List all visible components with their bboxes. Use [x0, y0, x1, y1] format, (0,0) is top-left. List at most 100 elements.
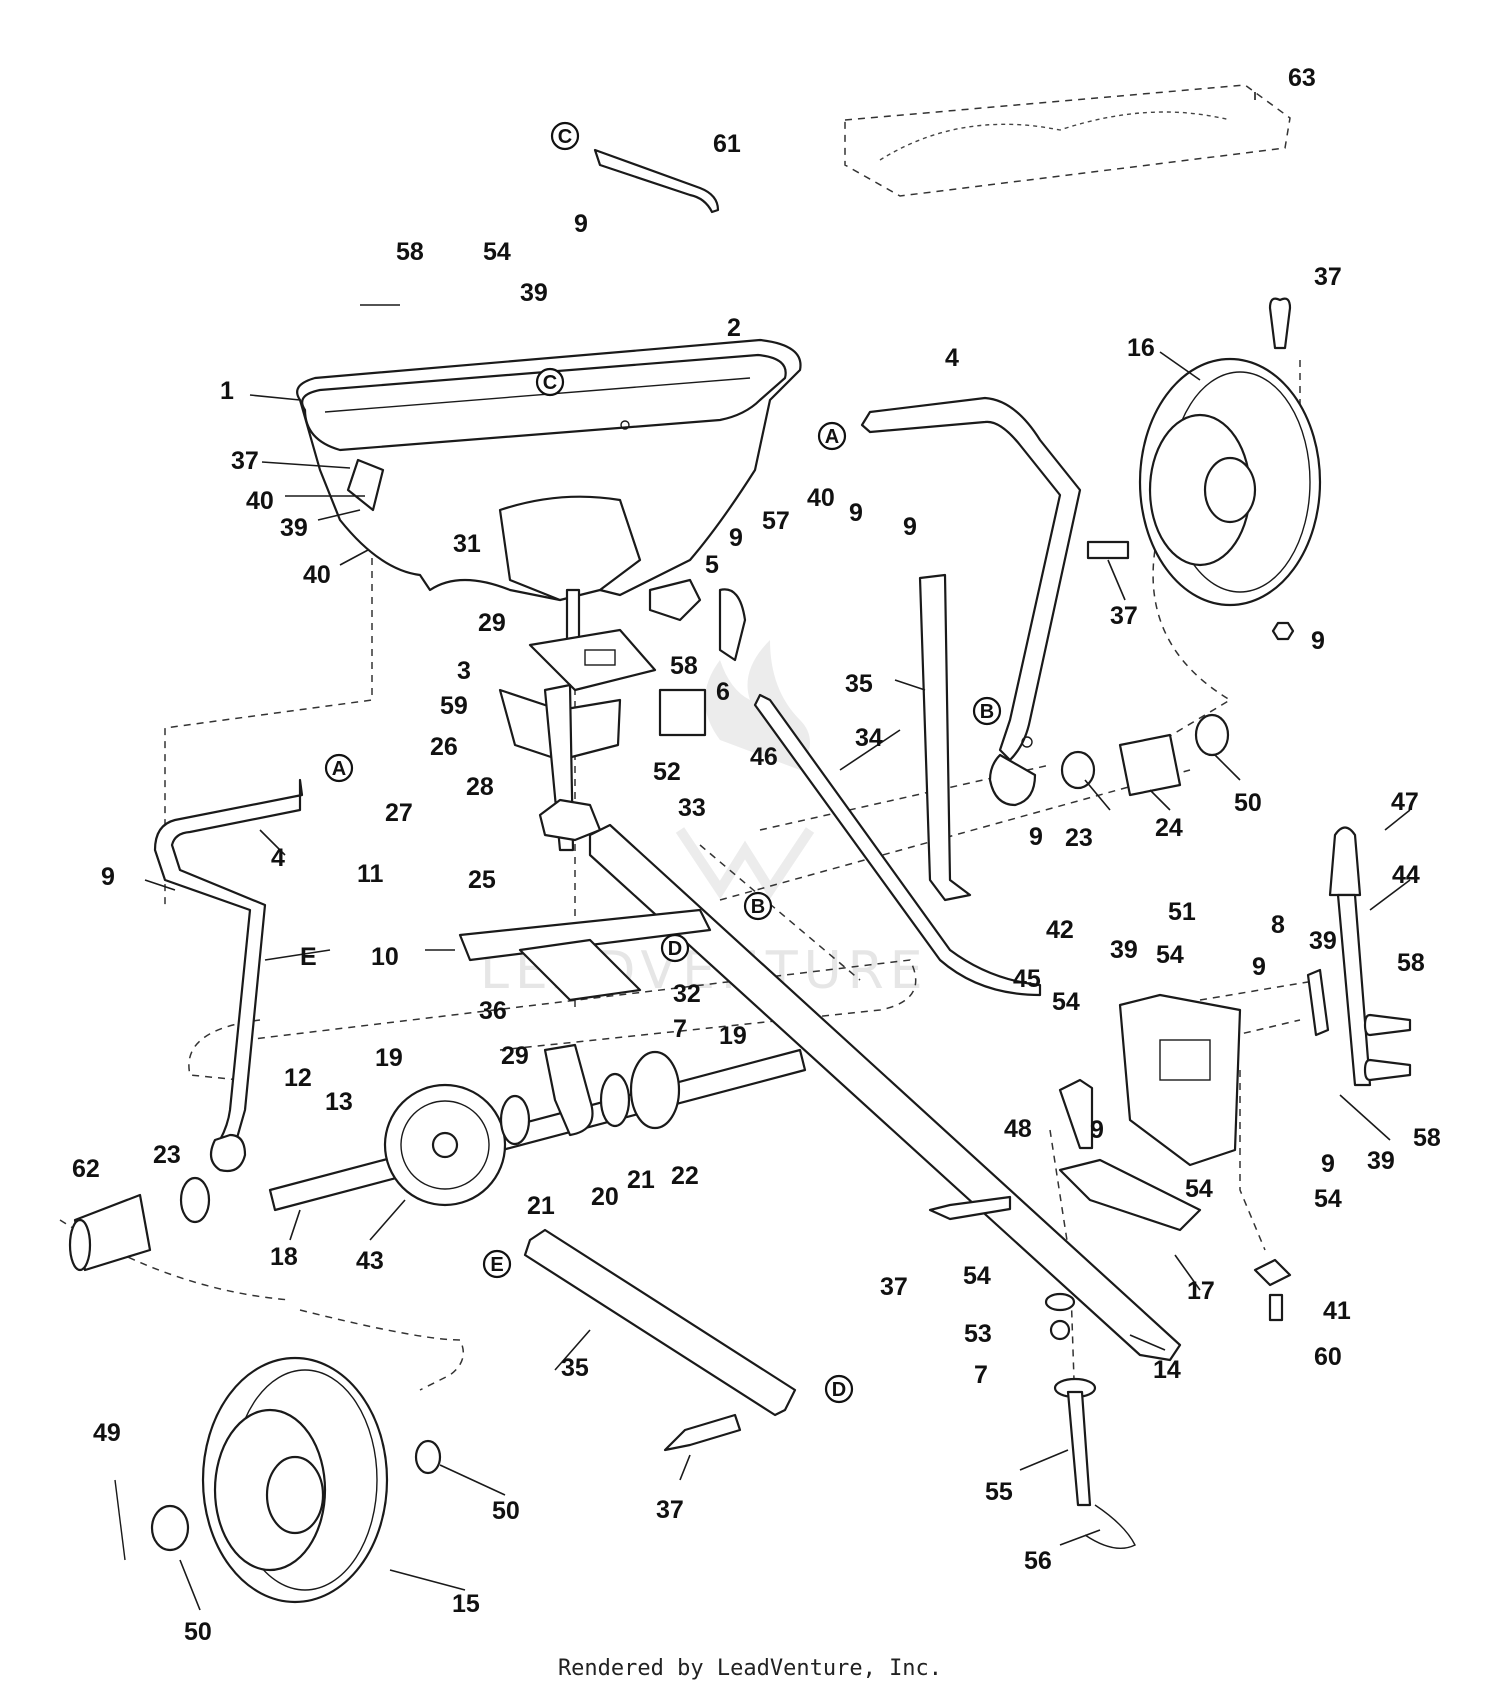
part-label: 52: [653, 758, 681, 786]
callout-letter: B: [751, 896, 765, 918]
part-label: 34: [855, 724, 883, 752]
part-label: 24: [1155, 814, 1183, 842]
part-label: 54: [483, 238, 511, 266]
gauge-bracket: [1118, 826, 1412, 1322]
part-label: 13: [325, 1088, 353, 1116]
part-label: 6: [716, 678, 730, 706]
callout-e: E: [482, 1249, 512, 1279]
part-label: 37: [656, 1496, 684, 1524]
part-label: 55: [985, 1478, 1013, 1506]
part-label: 9: [574, 210, 588, 238]
part-label: 22: [671, 1162, 699, 1190]
part-label: 14: [1153, 1356, 1181, 1384]
part-label: 40: [807, 484, 835, 512]
callout-letter: C: [543, 372, 557, 394]
hopper: [296, 338, 802, 602]
callout-d: D: [824, 1374, 854, 1404]
part-label: 18: [270, 1243, 298, 1271]
part-label: 19: [719, 1022, 747, 1050]
part-label: 16: [1127, 334, 1155, 362]
callout-b: B: [972, 696, 1002, 726]
leader-lines: [144, 92, 1411, 1611]
part-label: 27: [385, 799, 413, 827]
part-label: 25: [468, 866, 496, 894]
callout-letter: A: [332, 758, 346, 780]
part-label: 53: [964, 1320, 992, 1348]
hardware-bottom: [663, 1078, 1136, 1549]
handle-left: [153, 778, 304, 1173]
part-label: 37: [880, 1273, 908, 1301]
part-label: 1: [220, 377, 234, 405]
callout-letter: C: [558, 126, 572, 148]
callout-circle: [482, 1249, 512, 1279]
part-label: 4: [945, 344, 959, 372]
part-label: 9: [729, 524, 743, 552]
part-label: 61: [713, 130, 741, 158]
footer-credit: Rendered by LeadVenture, Inc.: [557, 1656, 943, 1681]
part-label: 39: [520, 279, 548, 307]
part-label: 12: [284, 1064, 312, 1092]
part-label: 58: [396, 238, 424, 266]
handle-right: [860, 396, 1082, 807]
part-label: 54: [1314, 1185, 1342, 1213]
callout-circle: [660, 933, 690, 963]
part-label: 7: [974, 1361, 988, 1389]
part-label: 8: [1271, 911, 1285, 939]
part-label: 47: [1391, 788, 1419, 816]
part-label: 50: [492, 1497, 520, 1525]
part-label: 35: [845, 670, 873, 698]
part-label: 36: [479, 997, 507, 1025]
linkage: [523, 573, 1202, 1417]
callout-c: C: [550, 121, 580, 151]
part-label: 2: [727, 314, 741, 342]
part-label: 21: [527, 1192, 555, 1220]
part-label: 9: [1029, 823, 1043, 851]
callout-c: C: [535, 367, 565, 397]
part-label: 40: [303, 561, 331, 589]
part-label: 40: [246, 487, 274, 515]
part-label: 50: [1234, 789, 1262, 817]
part-label: 9: [101, 863, 115, 891]
part-label: 58: [1397, 949, 1425, 977]
part-label: 23: [153, 1141, 181, 1169]
part-label: 31: [453, 530, 481, 558]
part-label: 39: [1367, 1147, 1395, 1175]
part-label: 7: [673, 1015, 687, 1043]
part-label: 59: [440, 692, 468, 720]
part-label: 43: [356, 1247, 384, 1275]
part-label: 58: [670, 652, 698, 680]
part-label: 3: [457, 657, 471, 685]
part-label: 32: [673, 980, 701, 1008]
part-label: 46: [750, 743, 778, 771]
spinner-assembly: [498, 588, 707, 852]
part-label: 11: [357, 860, 384, 888]
part-label: 5: [705, 551, 719, 579]
callout-circle: [550, 121, 580, 151]
part-label: 39: [1309, 927, 1337, 955]
rod-61: [593, 148, 720, 214]
callout-a: A: [324, 753, 354, 783]
part-label: 57: [762, 507, 790, 535]
part-label: 9: [903, 513, 917, 541]
part-label: 26: [430, 733, 458, 761]
callout-letter: B: [980, 701, 994, 723]
part-label: 44: [1392, 861, 1420, 889]
part-label: 33: [678, 794, 706, 822]
part-label: 58: [1413, 1124, 1441, 1152]
part-label: 54: [1156, 941, 1184, 969]
part-label: 4: [271, 844, 285, 872]
part-label: 29: [501, 1042, 529, 1070]
part-label: 39: [1110, 936, 1138, 964]
part-label: 54: [963, 1262, 991, 1290]
part-label: 60: [1314, 1343, 1342, 1371]
part-label: 56: [1024, 1547, 1052, 1575]
part-label: 49: [93, 1419, 121, 1447]
callout-a: A: [817, 421, 847, 451]
part-label: E: [300, 943, 317, 971]
callout-circle: [743, 891, 773, 921]
part-label: 10: [371, 943, 399, 971]
part-label: 51: [1168, 898, 1196, 926]
part-label: 48: [1004, 1115, 1032, 1143]
callout-circle: [535, 367, 565, 397]
